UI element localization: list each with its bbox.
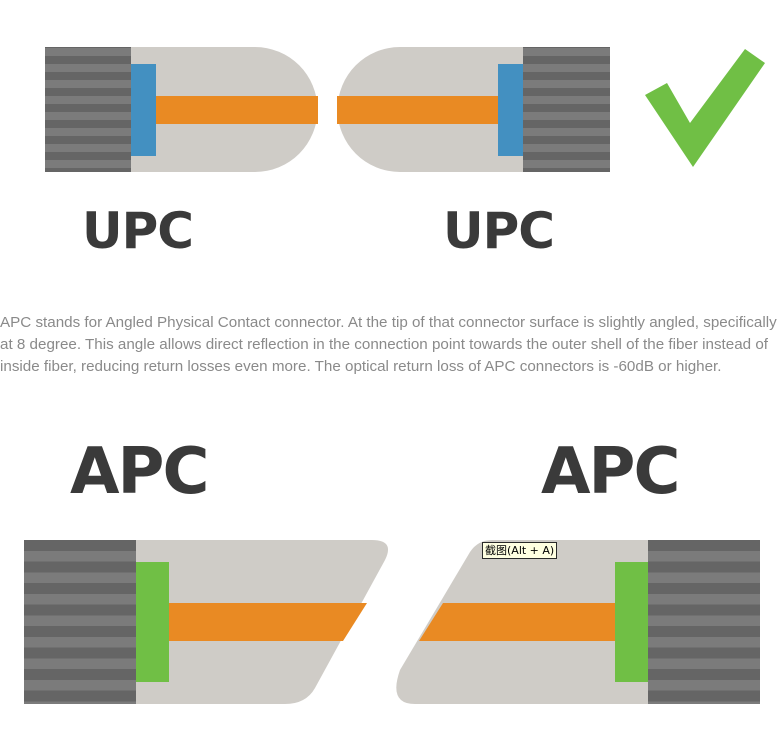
apc-right-fiber-core (419, 603, 617, 641)
upc-left-fiber-core (155, 96, 318, 124)
apc-left-fiber-core (168, 603, 367, 641)
apc-left-label: APC (70, 435, 209, 509)
upc-right-label: UPC (443, 202, 555, 260)
apc-right-connector (396, 540, 760, 704)
apc-description: APC stands for Angled Physical Contact c… (0, 314, 777, 375)
apc-left-connector (24, 540, 389, 704)
apc-left-collar (136, 562, 169, 682)
upc-right-fiber-core (337, 96, 500, 124)
upc-left-housing (45, 47, 131, 172)
upc-left-label: UPC (82, 202, 194, 260)
apc-right-label: APC (541, 435, 680, 509)
apc-right-housing (648, 540, 760, 704)
upc-left-collar (130, 64, 156, 156)
screenshot-tooltip: 截图(Alt + A) (482, 542, 558, 559)
checkmark-icon (645, 49, 765, 167)
upc-right-connector (337, 47, 610, 172)
upc-right-housing (523, 47, 610, 172)
upc-left-connector (45, 47, 318, 172)
apc-right-collar (615, 562, 648, 682)
upc-right-collar (498, 64, 524, 156)
apc-left-housing (24, 540, 136, 704)
